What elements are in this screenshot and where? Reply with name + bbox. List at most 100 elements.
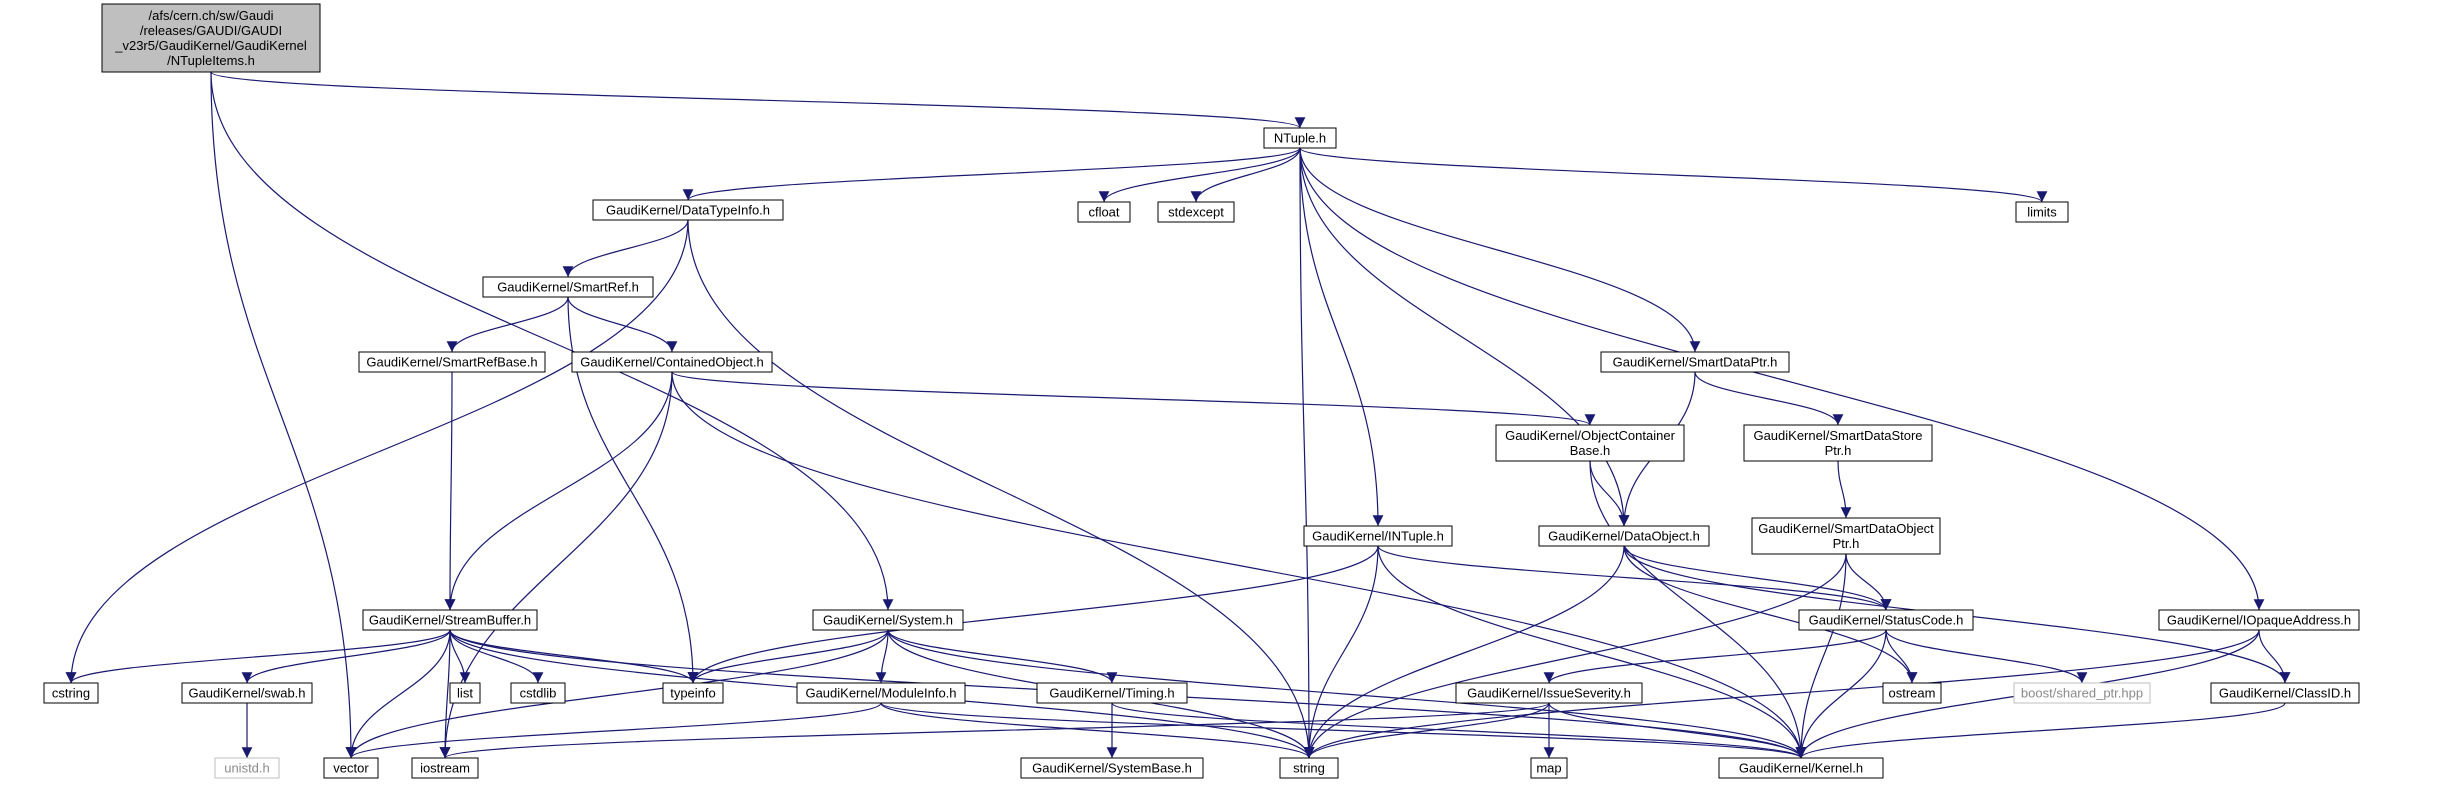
node-moduleinfo-box — [796, 682, 966, 704]
edge-moduleinfo-to-kernel — [880, 702, 1806, 759]
node-iopaqueaddress[interactable]: GaudiKernel/IOpaqueAddress.h — [2158, 609, 2360, 631]
node-objectcontainerbase-box — [1495, 424, 1685, 462]
edge-streambuffer-to-cstdlib — [449, 629, 544, 684]
edge-streambuffer-to-typeinfo — [449, 629, 699, 684]
edge-containedobject-to-kernel — [671, 371, 1807, 759]
edge-smartdatastoreptr-to-smartdataobjectptr — [1837, 460, 1852, 519]
node-timing[interactable]: GaudiKernel/Timing.h — [1036, 682, 1188, 704]
node-smartref-box — [482, 276, 654, 298]
edge-streambuffer-to-cstring — [65, 629, 451, 684]
node-statuscode[interactable]: GaudiKernel/StatusCode.h — [1798, 609, 1974, 631]
node-ntuple-box — [1263, 127, 1337, 149]
node-cstdlib[interactable]: cstdlib — [510, 682, 566, 704]
node-smartdatastoreptr-label: GaudiKernel/SmartDataStore — [1753, 428, 1922, 443]
edge-smartdataobjectptr-to-string — [1303, 553, 1847, 759]
node-datatypeinfo[interactable]: GaudiKernel/DataTypeInfo.h — [592, 199, 784, 221]
edge-moduleinfo-to-vector — [345, 702, 882, 759]
node-iostream[interactable]: iostream — [411, 757, 479, 779]
node-vector[interactable]: vector — [323, 757, 379, 779]
node-boostsharedptr[interactable]: boost/shared_ptr.hpp — [2013, 682, 2151, 704]
node-classid-box — [2210, 682, 2360, 704]
edge-ntuple-to-dataobject — [1299, 147, 1630, 527]
node-intuple[interactable]: GaudiKernel/INTuple.h — [1303, 525, 1453, 547]
edge-system-to-kernel — [887, 629, 1807, 759]
node-unistd[interactable]: unistd.h — [214, 757, 280, 779]
edge-ntuple-to-limits — [1299, 147, 2048, 203]
edge-smartref-to-smartrefbase — [446, 296, 569, 353]
node-cfloat-box — [1077, 201, 1131, 223]
edge-system-to-vector — [345, 629, 889, 759]
node-swab[interactable]: GaudiKernel/swab.h — [181, 682, 313, 704]
node-stdexcept[interactable]: stdexcept — [1157, 201, 1235, 223]
edge-iopaqueaddress-to-classid — [2258, 629, 2291, 684]
edge-streambuffer-to-list — [449, 629, 471, 684]
node-smartrefbase-label: GaudiKernel/SmartRefBase.h — [366, 355, 537, 370]
edge-intuple-to-statuscode — [1377, 545, 1892, 611]
node-datatypeinfo-label: GaudiKernel/DataTypeInfo.h — [606, 203, 770, 218]
node-cstdlib-label: cstdlib — [520, 686, 557, 701]
node-cstdlib-box — [510, 682, 566, 704]
edge-datatypeinfo-to-string — [687, 219, 1315, 759]
node-moduleinfo[interactable]: GaudiKernel/ModuleInfo.h — [796, 682, 966, 704]
node-typeinfo-box — [662, 682, 724, 704]
node-statuscode-box — [1798, 609, 1974, 631]
node-stdexcept-label: stdexcept — [1168, 205, 1224, 220]
node-typeinfo-label: typeinfo — [670, 686, 716, 701]
node-streambuffer-box — [362, 609, 538, 631]
node-smartref-label: GaudiKernel/SmartRef.h — [497, 280, 639, 295]
edge-streambuffer-to-swab — [241, 629, 451, 684]
node-ostream[interactable]: ostream — [1882, 682, 1942, 704]
node-smartref[interactable]: GaudiKernel/SmartRef.h — [482, 276, 654, 298]
node-cstring[interactable]: cstring — [43, 682, 99, 704]
node-containedobject[interactable]: GaudiKernel/ContainedObject.h — [571, 351, 773, 373]
node-ntupleitems-box — [101, 3, 321, 73]
node-ostream-box — [1882, 682, 1942, 704]
node-limits[interactable]: limits — [2015, 201, 2069, 223]
edge-dataobject-to-statuscode — [1623, 545, 1892, 611]
edge-ntupleitems-to-system — [210, 71, 894, 611]
node-dataobject[interactable]: GaudiKernel/DataObject.h — [1538, 525, 1710, 547]
node-boostsharedptr-box — [2013, 682, 2151, 704]
node-streambuffer-label: GaudiKernel/StreamBuffer.h — [369, 613, 531, 628]
node-ntuple[interactable]: NTuple.h — [1263, 127, 1337, 149]
edge-containedobject-to-objectcontainerbase — [671, 371, 1595, 426]
node-systembase[interactable]: GaudiKernel/SystemBase.h — [1020, 757, 1204, 779]
edge-intuple-to-kernel — [1377, 545, 1807, 759]
node-kernel[interactable]: GaudiKernel/Kernel.h — [1718, 757, 1884, 779]
node-typeinfo[interactable]: typeinfo — [662, 682, 724, 704]
node-layer: /afs/cern.ch/sw/Gaudi/releases/GAUDI/GAU… — [43, 3, 2360, 779]
node-list[interactable]: list — [449, 682, 481, 704]
node-system-box — [812, 609, 964, 631]
node-ntupleitems[interactable]: /afs/cern.ch/sw/Gaudi/releases/GAUDI/GAU… — [101, 3, 321, 73]
edge-timing-to-kernel — [1111, 702, 1807, 759]
node-cfloat[interactable]: cfloat — [1077, 201, 1131, 223]
node-map[interactable]: map — [1530, 757, 1568, 779]
node-string-label: string — [1293, 761, 1325, 776]
edge-ntupleitems-to-vector — [210, 71, 357, 759]
edge-datatypeinfo-to-smartref — [562, 219, 689, 278]
edge-moduleinfo-to-string — [880, 702, 1315, 759]
node-classid[interactable]: GaudiKernel/ClassID.h — [2210, 682, 2360, 704]
node-swab-box — [181, 682, 313, 704]
edge-streambuffer-to-iostream — [439, 629, 451, 759]
node-streambuffer[interactable]: GaudiKernel/StreamBuffer.h — [362, 609, 538, 631]
edge-smartdataobjectptr-to-statuscode — [1845, 553, 1892, 611]
edge-system-to-moduleinfo — [875, 629, 889, 684]
node-moduleinfo-label: GaudiKernel/ModuleInfo.h — [805, 686, 956, 701]
edge-dataobject-to-ostream — [1623, 545, 1918, 684]
node-smartdataptr[interactable]: GaudiKernel/SmartDataPtr.h — [1600, 351, 1790, 373]
node-smartrefbase[interactable]: GaudiKernel/SmartRefBase.h — [358, 351, 546, 373]
node-boostsharedptr-label: boost/shared_ptr.hpp — [2021, 686, 2143, 701]
node-ntupleitems-label: /afs/cern.ch/sw/Gaudi — [149, 8, 274, 23]
edge-streambuffer-to-vector — [345, 629, 451, 759]
node-cfloat-label: cfloat — [1088, 205, 1119, 220]
node-issueseverity[interactable]: GaudiKernel/IssueSeverity.h — [1455, 682, 1643, 704]
node-string[interactable]: string — [1279, 757, 1339, 779]
node-cstring-label: cstring — [52, 686, 90, 701]
node-system[interactable]: GaudiKernel/System.h — [812, 609, 964, 631]
edge-datatypeinfo-to-cstring — [65, 219, 689, 684]
